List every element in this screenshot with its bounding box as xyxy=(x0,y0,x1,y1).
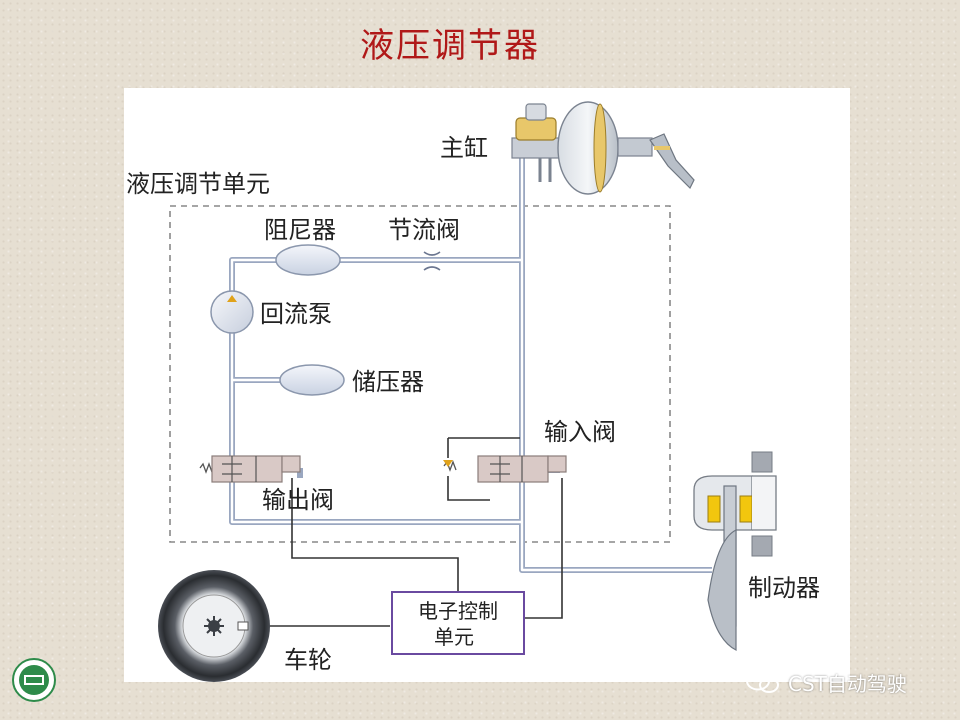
brake-assembly xyxy=(693,451,777,651)
slide-title: 液压调节器 xyxy=(360,26,540,66)
wheel-shape xyxy=(158,570,270,682)
inlet-check-icon xyxy=(443,460,453,467)
accumulator-shape xyxy=(279,364,345,396)
inlet-valve-shape xyxy=(443,455,567,483)
ecu-box xyxy=(391,591,525,655)
signal-wires xyxy=(246,437,563,627)
wechat-icon xyxy=(746,671,779,693)
unit-label: 液压调节单元 xyxy=(126,170,270,198)
watermark-text: CST自动驾驶 xyxy=(788,671,907,696)
throttle-valve-label: 节流阀 xyxy=(388,216,460,244)
ecu-label-line1: 电子控制 xyxy=(418,599,498,623)
throttle-valve-symbol xyxy=(423,251,441,271)
damper-label: 阻尼器 xyxy=(264,216,336,244)
cst-logo-icon xyxy=(12,658,56,702)
return-pump-shape xyxy=(210,290,254,334)
ecu-label-line2: 单元 xyxy=(434,625,474,649)
outlet-valve-label: 输出阀 xyxy=(262,486,334,514)
master-cylinder-label: 主缸 xyxy=(440,134,488,162)
wheel-label: 车轮 xyxy=(284,646,332,674)
damper-shape xyxy=(275,244,341,276)
brake-label: 制动器 xyxy=(748,574,820,602)
accumulator-label: 储压器 xyxy=(352,368,424,396)
pump-arrow-icon xyxy=(227,295,237,302)
watermark: CST自动驾驶 xyxy=(744,668,907,696)
master-cylinder-assembly xyxy=(511,101,695,195)
outlet-valve-shape xyxy=(199,455,301,483)
inlet-valve-label: 输入阀 xyxy=(544,418,616,446)
return-pump-label: 回流泵 xyxy=(260,300,332,328)
